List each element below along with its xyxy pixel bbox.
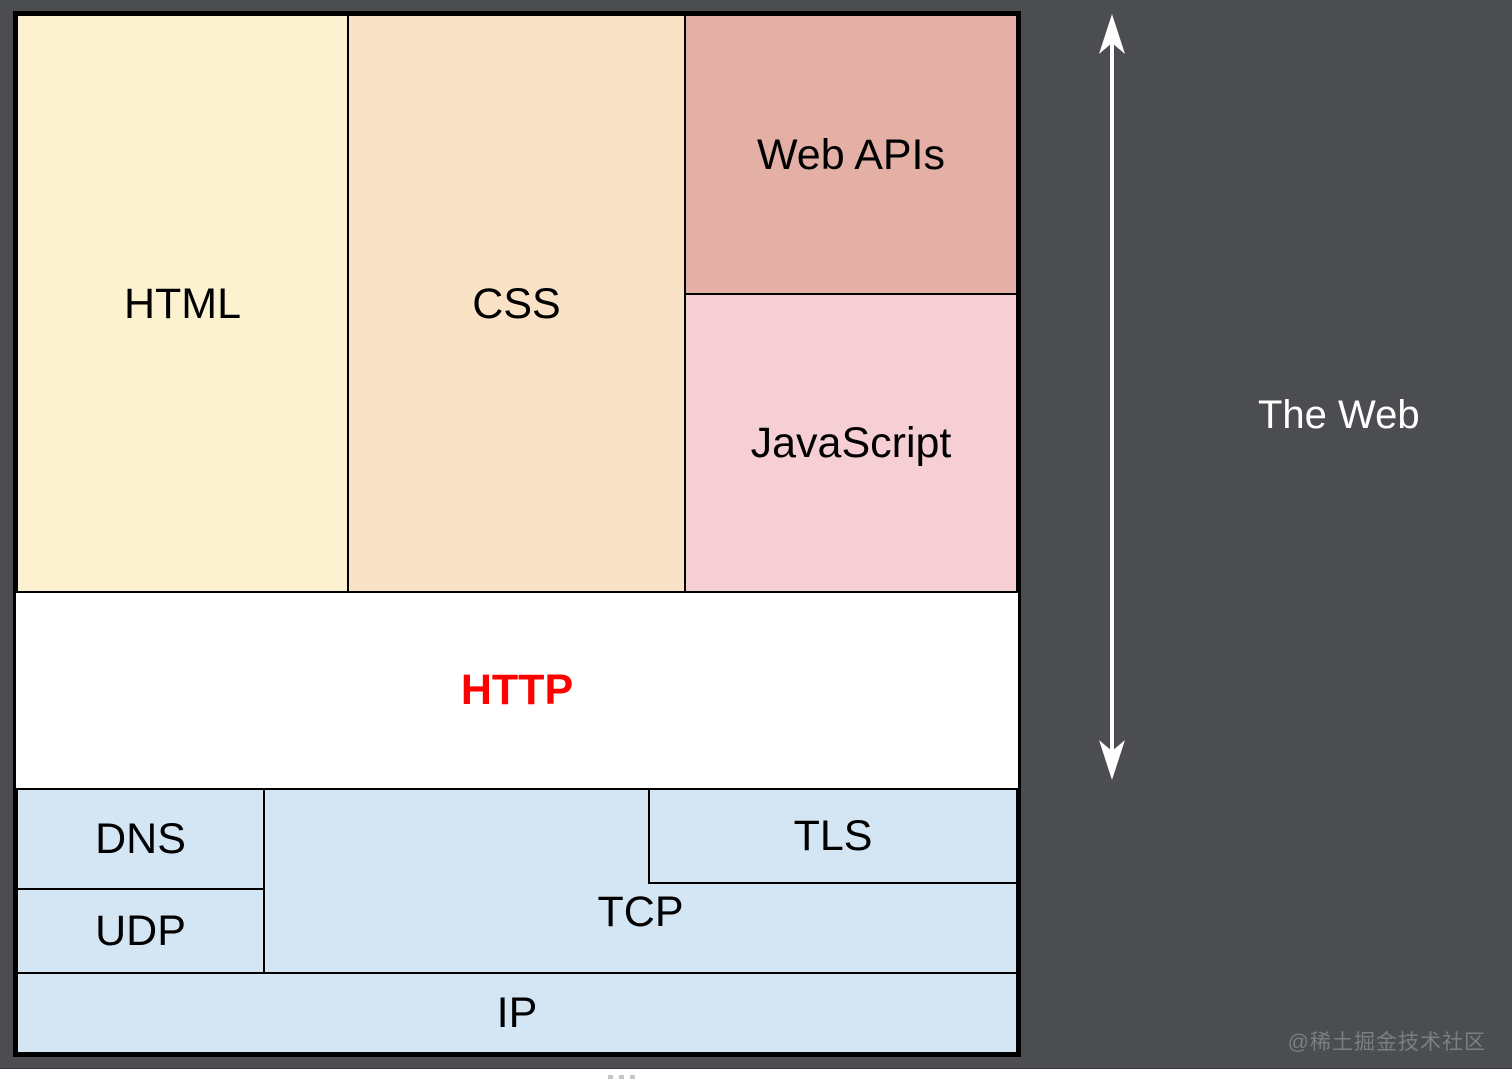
drag-handle-dots-icon <box>608 1075 635 1079</box>
udp-layer-box: UDP <box>16 888 265 974</box>
web-stack-diagram: HTML CSS Web APIs JavaScript HTTP TCP TL… <box>13 11 1021 1057</box>
bottom-strip <box>0 1069 1512 1084</box>
watermark: @稀土掘金技术社区 <box>1287 1031 1486 1054</box>
dns-label: DNS <box>95 815 186 863</box>
http-label: HTTP <box>460 665 574 714</box>
css-layer-box: CSS <box>347 14 686 593</box>
ip-label: IP <box>496 989 538 1037</box>
http-layer-box: HTTP <box>16 591 1018 788</box>
web-apis-layer-box: Web APIs <box>684 14 1018 295</box>
ip-layer-box: IP <box>16 972 1018 1054</box>
html-label: HTML <box>123 279 242 328</box>
udp-label: UDP <box>95 907 186 955</box>
tcp-label: TCP <box>597 888 684 936</box>
html-layer-box: HTML <box>16 14 349 593</box>
css-label: CSS <box>472 279 561 328</box>
javascript-layer-box: JavaScript <box>684 293 1018 593</box>
double-headed-arrow-icon <box>1099 14 1125 780</box>
web-apis-label: Web APIs <box>756 130 946 179</box>
tls-layer-box: TLS <box>648 788 1018 884</box>
javascript-label: JavaScript <box>750 419 952 467</box>
tls-label: TLS <box>793 812 873 860</box>
dns-layer-box: DNS <box>16 788 265 890</box>
the-web-label: The Web <box>1258 393 1420 437</box>
